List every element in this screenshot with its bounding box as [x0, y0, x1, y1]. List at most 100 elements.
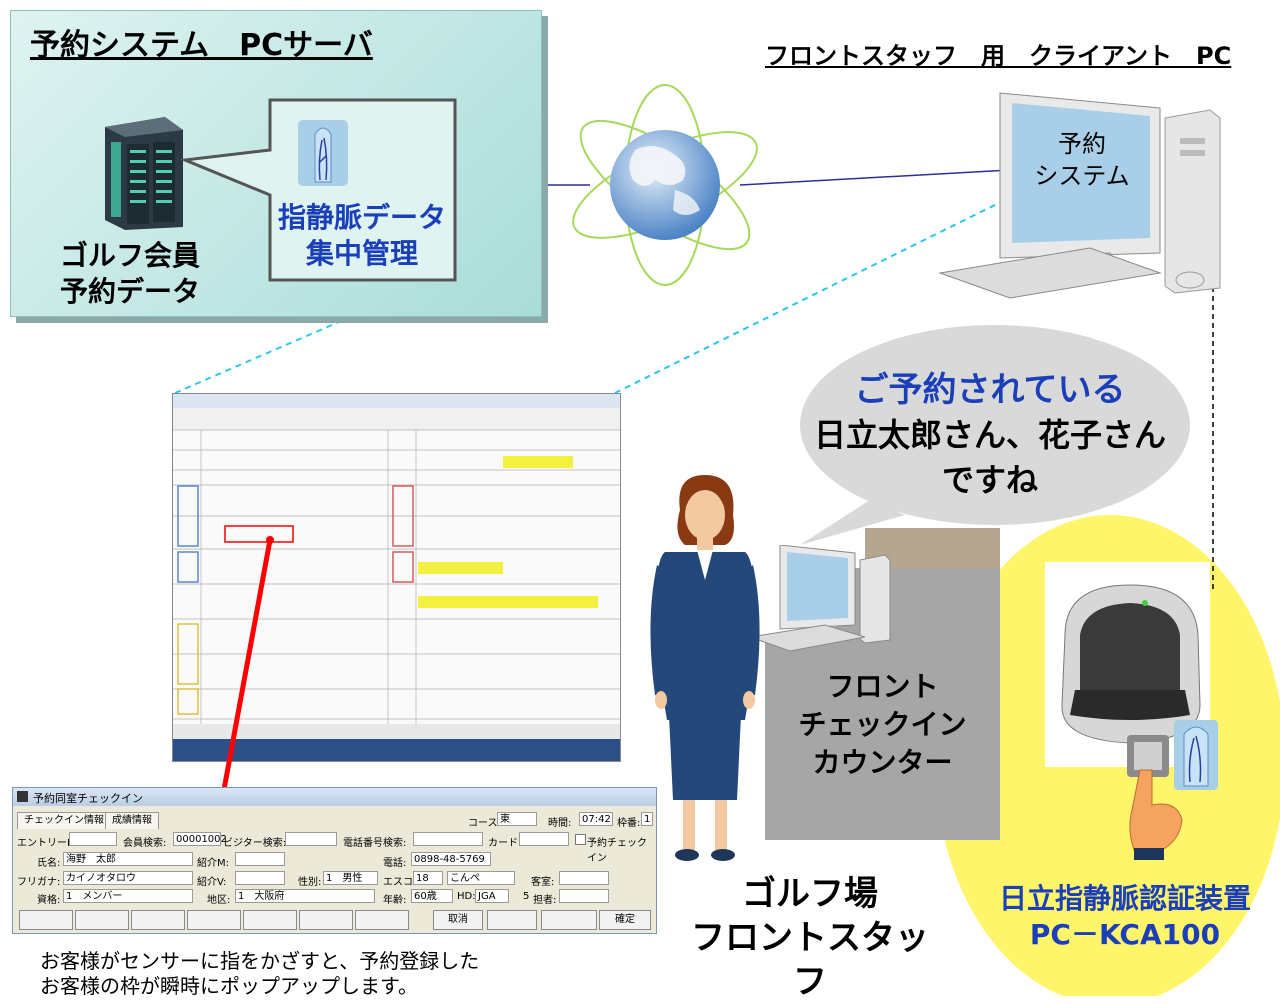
- name-field[interactable]: 海野 太郎: [63, 852, 193, 866]
- vein-data-callout: [180, 98, 457, 282]
- device-label-line1: 日立指静脈認証装置: [998, 882, 1251, 915]
- staff-label: ゴルフ場 フロントスタッフ: [690, 872, 930, 1004]
- server-data-label-line2: 予約データ: [59, 275, 200, 308]
- visitor-search-label: ビジター検索:: [223, 838, 287, 849]
- region-label: 地区:: [207, 895, 231, 906]
- client-screen-label-line2: システム: [1034, 162, 1130, 190]
- dialog-title: 予約同室チェックイン: [33, 792, 143, 805]
- age-field[interactable]: 60歳: [411, 889, 453, 903]
- client-title: フロントスタッフ 用 クライアント PC: [765, 42, 1232, 70]
- reservation-checkin-checkbox[interactable]: [575, 834, 586, 845]
- confirm-button[interactable]: 確定: [599, 910, 651, 930]
- server-data-label: ゴルフ会員 予約データ: [50, 238, 210, 310]
- speech-bubble-tail: [800, 500, 905, 545]
- seat-label: 5: [523, 891, 530, 902]
- kana-field[interactable]: カイノオタロウ: [63, 871, 193, 885]
- entry-no-field[interactable]: [69, 832, 117, 846]
- manager-field[interactable]: [559, 889, 609, 903]
- phone-label: 電話:: [383, 858, 407, 869]
- vein-data-label-line2: 集中管理: [305, 237, 418, 270]
- card-field[interactable]: [519, 832, 569, 846]
- caption-line1: お客様がセンサーに指をかざすと、予約登録した: [40, 949, 480, 973]
- front-staff-person-icon: [650, 475, 760, 861]
- speech-line2: 日立太郎さん、花子さん: [813, 416, 1166, 454]
- dialog-button-6[interactable]: [299, 910, 353, 930]
- counter-label-line3: カウンター: [812, 746, 953, 779]
- reservation-calendar-screenshot: [172, 393, 621, 762]
- popup-arrow: [210, 536, 274, 815]
- tab-score-info[interactable]: 成績情報: [105, 812, 159, 829]
- visitor-search-field[interactable]: [285, 832, 337, 846]
- dialog-button-2[interactable]: [75, 910, 129, 930]
- escort-field[interactable]: 18: [413, 871, 443, 885]
- staff-label-line1: ゴルフ場: [742, 874, 878, 914]
- dialog-titlebar: [13, 788, 656, 806]
- vein-data-label: 指静脈データ 集中管理: [272, 200, 452, 272]
- course-label: コース:: [468, 818, 501, 829]
- phone-field[interactable]: 0898-48-5769: [411, 852, 491, 866]
- intro-m-label: 紹介M:: [197, 858, 229, 869]
- counter-label: フロント チェックイン カウンター: [770, 668, 995, 782]
- name-label: 氏名:: [37, 858, 61, 869]
- type-field[interactable]: 1 メンバー: [63, 889, 193, 903]
- frame-label: 枠番:: [617, 818, 641, 829]
- device-label-line2: PC－KCA100: [1029, 918, 1221, 951]
- dialog-button-8[interactable]: [487, 910, 537, 930]
- staff-label-line2: フロントスタッフ: [691, 918, 929, 1002]
- finger-vein-icon: [298, 120, 348, 186]
- intro-v-field[interactable]: [235, 871, 285, 885]
- manager-label: 担者:: [533, 895, 557, 906]
- dialog-button-4[interactable]: [187, 910, 241, 930]
- vein-data-label-line1: 指静脈データ: [277, 201, 446, 234]
- region-field[interactable]: 1 大阪府: [235, 889, 375, 903]
- server-tower-icon: [105, 117, 183, 230]
- cancel-button[interactable]: 取消: [433, 910, 483, 930]
- server-title: 予約システム PCサーバ: [30, 28, 373, 63]
- course-field[interactable]: 東: [497, 812, 537, 826]
- speech-line1: ご予約されている: [854, 370, 1126, 410]
- time-label: 時間:: [548, 818, 572, 829]
- phone-search-field[interactable]: [413, 832, 483, 846]
- dialog-app-icon: [17, 791, 28, 802]
- member-search-label: 会員検索:: [123, 838, 167, 849]
- hd-field[interactable]: JGA: [475, 889, 509, 903]
- member-search-field[interactable]: 00001002: [173, 832, 227, 846]
- card-label: カード:: [488, 838, 522, 849]
- dialog-button-9[interactable]: [541, 910, 597, 930]
- speech-bubble: [800, 325, 1190, 525]
- phone-search-label: 電話番号検索:: [343, 838, 407, 849]
- desktop-pc-icon: [938, 92, 1221, 299]
- kana-label: フリガナ:: [17, 877, 61, 888]
- escort-name-field[interactable]: こんぺ: [447, 871, 515, 885]
- server-data-label-line1: ゴルフ会員: [59, 239, 200, 272]
- dialog-button-3[interactable]: [131, 910, 185, 930]
- checkin-dialog: 予約同室チェックイン チェックイン情報 成績情報 コース: 東 時間: 07:4…: [12, 787, 657, 934]
- client-screen-label: 予約 システム: [1012, 128, 1152, 192]
- globe-to-client-line: [739, 169, 1011, 186]
- tab-checkin-info[interactable]: チェックイン情報: [17, 812, 111, 829]
- escort-label: エスコ:: [383, 877, 417, 888]
- dialog-button-1[interactable]: [19, 910, 73, 930]
- client-screen-label-line1: 予約: [1058, 130, 1106, 158]
- type-label: 資格:: [37, 895, 61, 906]
- room-field[interactable]: [559, 871, 609, 885]
- intro-v-label: 紹介V:: [197, 877, 227, 888]
- hd-label: HD:: [457, 891, 476, 902]
- time-field[interactable]: 07:42: [579, 812, 613, 826]
- pointing-hand-icon: [1127, 720, 1218, 860]
- counter-label-line2: チェックイン: [798, 708, 967, 741]
- gender-label: 性別:: [298, 877, 322, 888]
- intro-m-field[interactable]: [235, 852, 285, 866]
- frame-field[interactable]: 1: [641, 812, 653, 826]
- gender-field[interactable]: 1 男性: [323, 871, 378, 885]
- dialog-button-5[interactable]: [243, 910, 297, 930]
- reservation-checkin-label: 予約チェックイン: [587, 838, 647, 864]
- globe-network-icon: [572, 84, 758, 286]
- age-label: 年齢:: [383, 895, 407, 906]
- entry-no-label: エントリーNO:: [17, 838, 86, 849]
- caption-line2: お客様の枠が瞬時にポップアップします。: [40, 974, 418, 998]
- vein-sensor-device-icon: [1061, 584, 1201, 744]
- counter-pc-icon: [749, 545, 891, 652]
- calendar-grid: [173, 394, 620, 761]
- dialog-button-7[interactable]: [355, 910, 409, 930]
